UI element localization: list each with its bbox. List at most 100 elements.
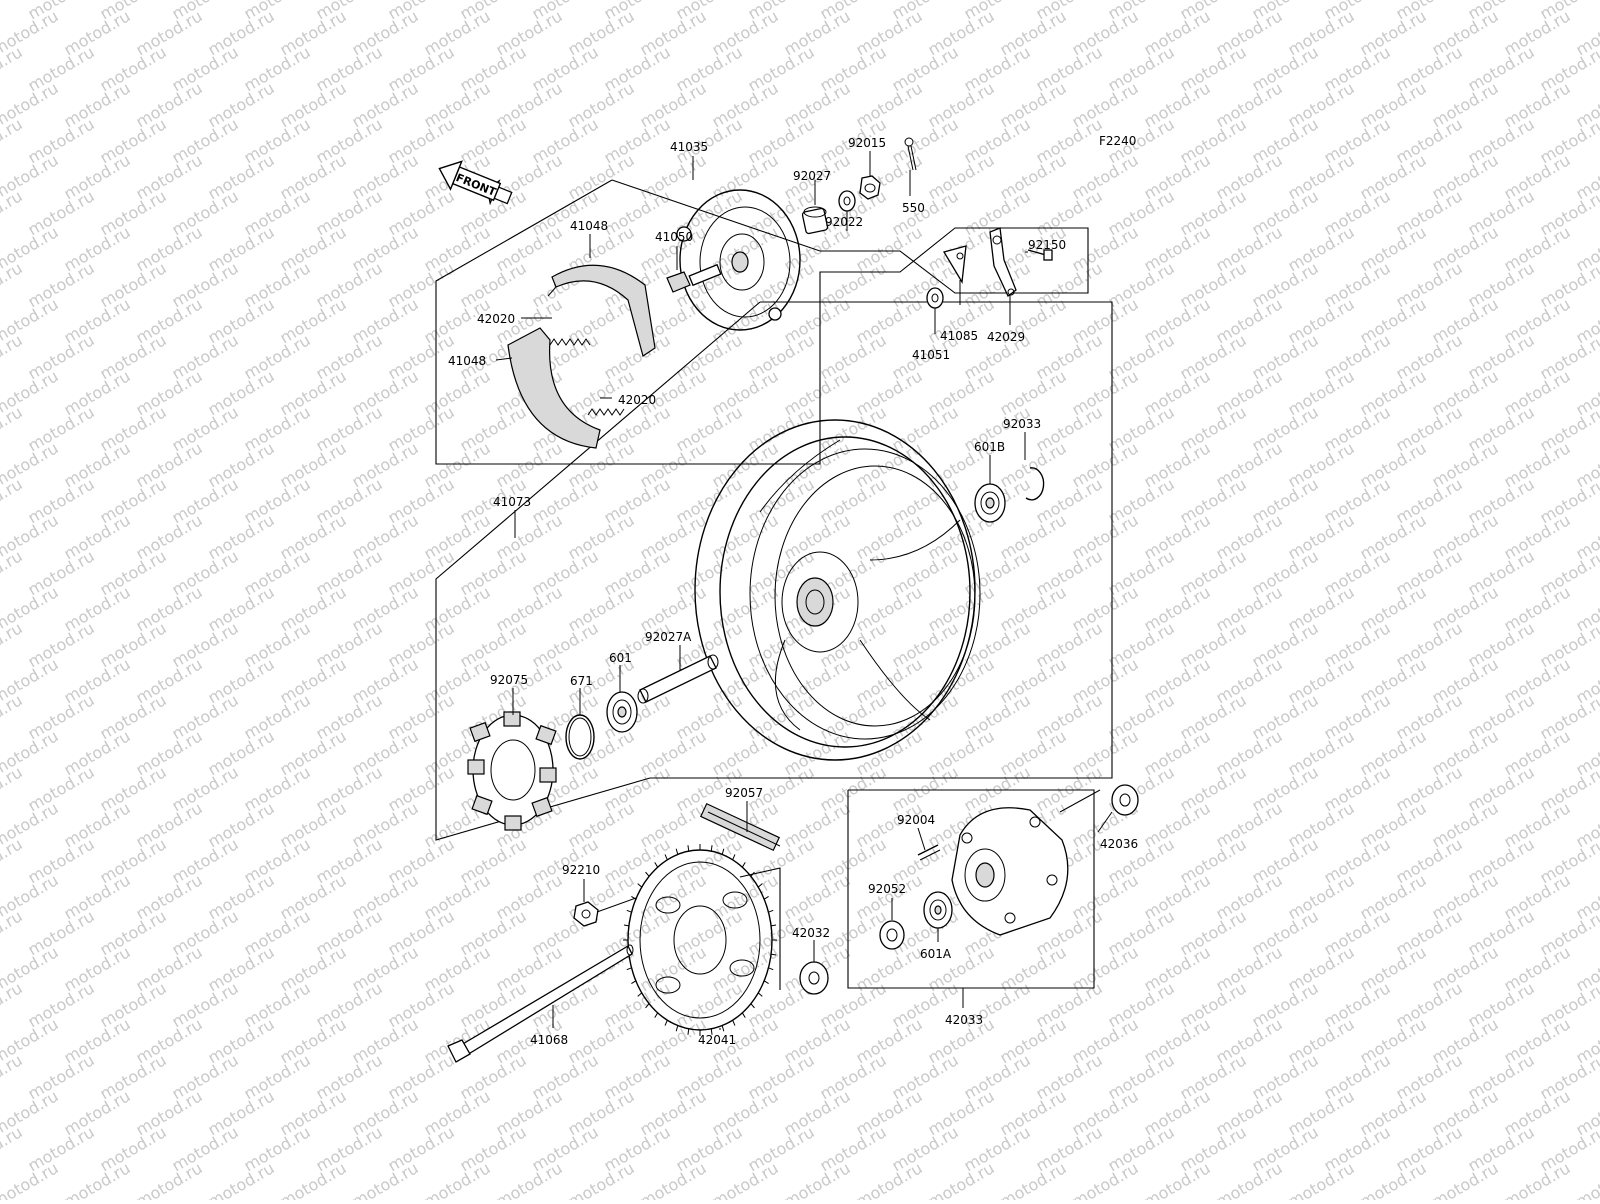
seal-41051: [927, 288, 943, 308]
watermark-text: motod.ru: [1141, 1158, 1214, 1200]
label-42029: 42029: [987, 330, 1025, 344]
watermark-text: motod.ru: [0, 258, 26, 311]
label-92027: 92027: [793, 169, 831, 183]
watermark-text: motod.ru: [565, 1158, 638, 1200]
label-42020-lower: 42020: [618, 393, 656, 407]
o-ring-671: [566, 715, 594, 759]
watermark-text: motod.ru: [493, 1158, 566, 1200]
sprocket-tooth: [742, 862, 745, 867]
watermark-text: motod.ru: [1357, 1158, 1430, 1200]
label-601: 601: [609, 651, 632, 665]
label-41073: 41073: [493, 495, 531, 509]
sprocket-tooth: [676, 849, 678, 855]
sprocket-tooth: [665, 1020, 667, 1025]
watermark-text: motod.ru: [997, 1158, 1070, 1200]
label-92150: 92150: [1028, 238, 1066, 252]
watermark-text: motod.ru: [1573, 1158, 1600, 1200]
sprocket-tooth: [638, 884, 642, 888]
watermark-text: motod.ru: [1429, 1158, 1502, 1200]
label-42036: 42036: [1100, 837, 1138, 851]
watermark-text: motod.ru: [0, 834, 26, 887]
label-42020-upper: 42020: [477, 312, 515, 326]
watermark-text: motod.ru: [0, 114, 26, 167]
label-41048-upper: 41048: [570, 219, 608, 233]
watermark-text: motod.ru: [1501, 1158, 1574, 1200]
watermark-text: motod.ru: [0, 762, 26, 815]
label-42041: 42041: [698, 1033, 736, 1047]
washer-92022: [839, 191, 855, 211]
label-601A: 601A: [920, 947, 952, 961]
watermark-text: motod.ru: [0, 474, 26, 527]
watermark-text: motod.ru: [421, 1158, 494, 1200]
sprocket-tooth: [722, 1026, 724, 1032]
sprocket-tooth: [646, 872, 650, 876]
watermark-text: motod.ru: [781, 1158, 854, 1200]
watermark-text: motod.ru: [61, 1158, 134, 1200]
watermark-text: motod.ru: [0, 402, 26, 455]
sprocket-tooth: [764, 896, 768, 899]
watermark-text: motod.ru: [0, 618, 26, 671]
label-92022: 92022: [825, 215, 863, 229]
label-92210: 92210: [562, 863, 600, 877]
watermark-text: motod.ru: [133, 1158, 206, 1200]
label-92052: 92052: [868, 882, 906, 896]
label-92015: 92015: [848, 136, 886, 150]
watermark-text: motod.ru: [0, 42, 26, 95]
label-550: 550: [902, 201, 925, 215]
label-41050: 41050: [655, 230, 693, 244]
label-671: 671: [570, 674, 593, 688]
sprocket-tooth: [624, 925, 629, 926]
sprocket-tooth: [768, 968, 773, 970]
label-41051: 41051: [912, 348, 950, 362]
sprocket-tooth: [758, 993, 762, 997]
label-92075: 92075: [490, 673, 528, 687]
sprocket-tooth: [655, 1013, 658, 1018]
label-92033: 92033: [1003, 417, 1041, 431]
sprocket-tooth: [733, 1020, 735, 1025]
label-42033: 42033: [945, 1013, 983, 1027]
watermark-text: motod.ru: [0, 1050, 26, 1103]
watermark-text: motod.ru: [277, 1158, 350, 1200]
label-41085: 41085: [940, 329, 978, 343]
watermark-text: motod.ru: [0, 0, 26, 23]
collar-42036: [1112, 785, 1138, 815]
damper-92075: [468, 712, 556, 830]
sprocket-tooth: [655, 862, 658, 867]
watermark-text: motod.ru: [1069, 1158, 1142, 1200]
bearing-601: [607, 692, 637, 732]
label-41035: 41035: [670, 140, 708, 154]
watermark-text: motod.ru: [205, 1158, 278, 1200]
watermark-text: motod.ru: [637, 1158, 710, 1200]
sprocket-tooth: [764, 981, 768, 984]
figure-code: F2240: [1099, 134, 1136, 148]
label-601B: 601B: [974, 440, 1005, 454]
watermark-text: motod.ru: [1285, 1158, 1358, 1200]
watermark-text: motod.ru: [0, 330, 26, 383]
watermark-text: motod.ru: [0, 690, 26, 743]
label-42032: 42032: [792, 926, 830, 940]
label-92027A: 92027A: [645, 630, 692, 644]
bearing-601B: [975, 484, 1005, 522]
collar-42032: [800, 962, 828, 994]
watermark-text: motod.ru: [0, 1122, 26, 1175]
sprocket-hub-42033: [952, 808, 1068, 935]
label-41068: 41068: [530, 1033, 568, 1047]
sprocket-tooth: [631, 981, 635, 984]
sprocket-tooth: [627, 968, 632, 970]
watermark-text: motod.ru: [853, 1158, 926, 1200]
label-92057: 92057: [725, 786, 763, 800]
watermark-text: motod.ru: [0, 906, 26, 959]
sprocket-tooth: [627, 910, 632, 912]
watermark-text: motod.ru: [0, 978, 26, 1031]
bearing-601A: [924, 892, 952, 928]
sprocket-tooth: [751, 1004, 755, 1008]
watermark-text: motod.ru: [709, 1158, 782, 1200]
watermark-text: motod.ru: [925, 1158, 998, 1200]
watermark-text: motod.ru: [0, 546, 26, 599]
label-41048-lower: 41048: [448, 354, 486, 368]
watermark-text: motod.ru: [349, 1158, 422, 1200]
sprocket-tooth: [768, 910, 773, 912]
watermark-text: motod.ru: [1213, 1158, 1286, 1200]
